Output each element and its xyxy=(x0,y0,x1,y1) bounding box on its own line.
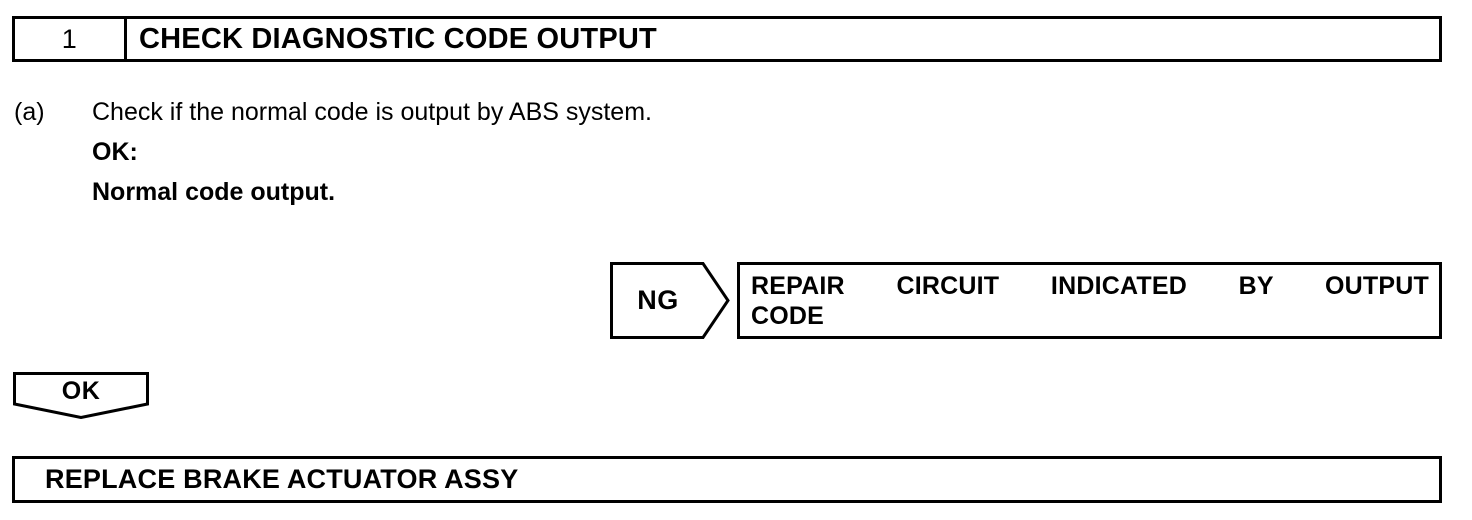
ok-flag-label: OK xyxy=(61,376,101,405)
instruction-marker: (a) xyxy=(14,98,45,126)
ok-flag-arrow-icon xyxy=(13,372,149,419)
step-number-cell: 1 xyxy=(15,19,127,59)
instruction-ok-label: OK: xyxy=(92,138,138,166)
instruction-row: OK: xyxy=(14,132,1014,172)
instruction-block: (a) Check if the normal code is output b… xyxy=(14,92,1014,212)
final-action-box: REPLACE BRAKE ACTUATOR ASSY xyxy=(12,456,1442,503)
step-title: CHECK DIAGNOSTIC CODE OUTPUT xyxy=(139,22,657,55)
instruction-row: Normal code output. xyxy=(14,172,1014,212)
ng-result-line-2: CODE xyxy=(751,302,825,330)
instruction-text: Check if the normal code is output by AB… xyxy=(92,98,652,126)
ok-branch-flag: OK xyxy=(13,372,149,419)
instruction-ok-criteria: Normal code output. xyxy=(92,178,336,206)
instruction-row: (a) Check if the normal code is output b… xyxy=(14,92,1014,132)
ng-branch-flag: NG xyxy=(610,262,730,339)
ng-result-line-1: REPAIR CIRCUIT INDICATED BY OUTPUT xyxy=(751,272,1429,300)
ng-flag-label: NG xyxy=(637,285,679,315)
ng-result-text: REPAIR CIRCUIT INDICATED BY OUTPUT CODE xyxy=(751,271,1429,331)
ng-flag-arrow-icon xyxy=(610,262,730,339)
final-action-text: REPLACE BRAKE ACTUATOR ASSY xyxy=(45,464,519,494)
step-header-bar: 1 CHECK DIAGNOSTIC CODE OUTPUT xyxy=(12,16,1442,62)
ng-result-box: REPAIR CIRCUIT INDICATED BY OUTPUT CODE xyxy=(737,262,1442,339)
